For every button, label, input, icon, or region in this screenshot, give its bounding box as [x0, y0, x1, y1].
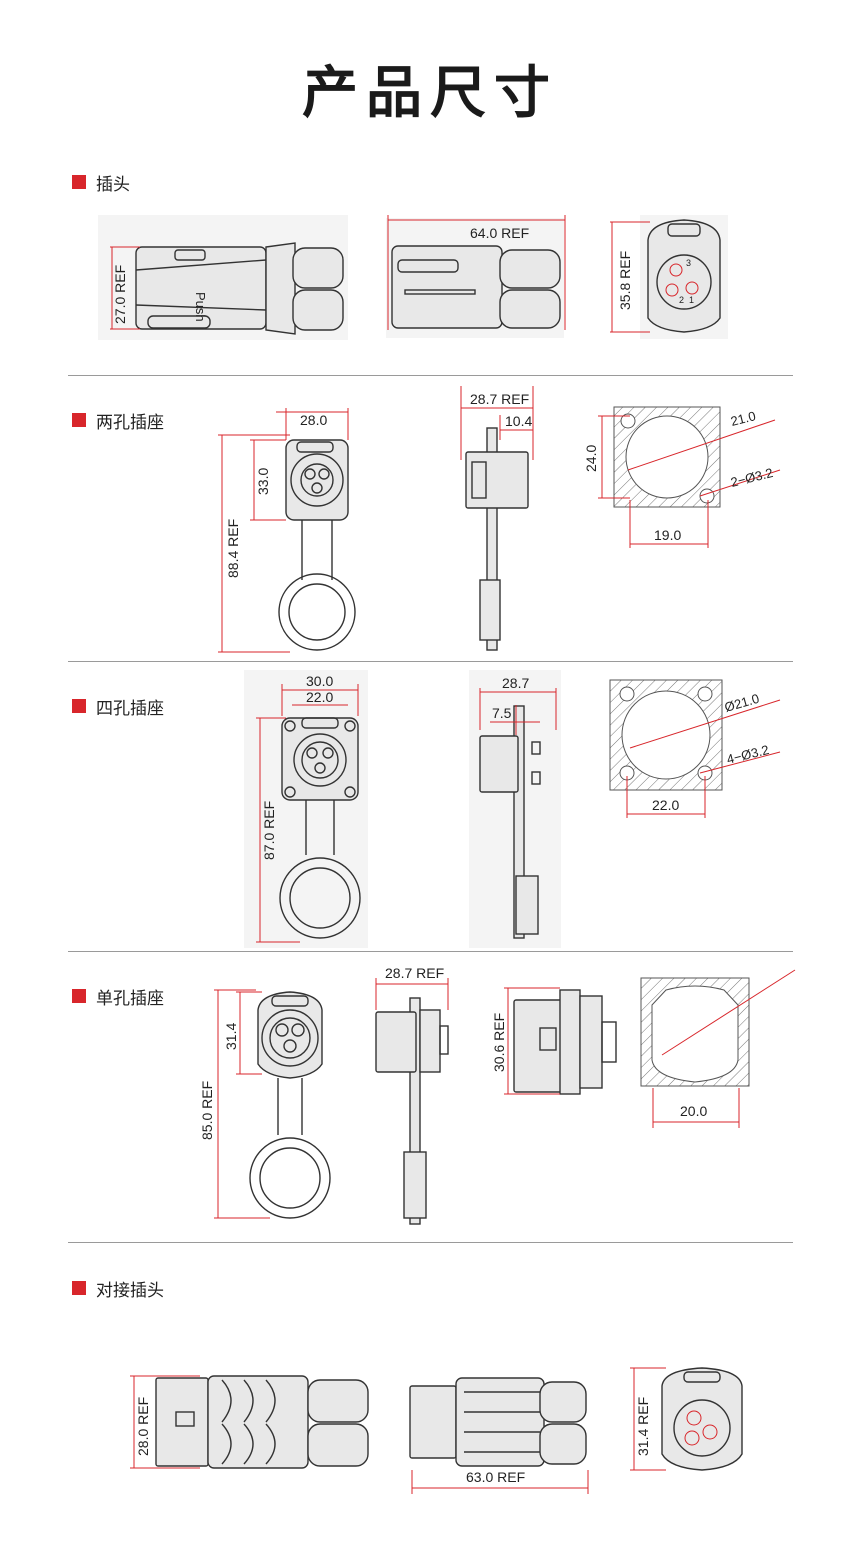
plug-face-view: 3 2 1 35.8 REF [610, 215, 728, 339]
section-label: 四孔插座 [96, 698, 164, 719]
divider [68, 1242, 793, 1243]
four-hole-depth-dim: 28.7 [502, 675, 529, 691]
svg-text:3: 3 [686, 258, 691, 268]
section-plug: 插头 [72, 171, 130, 195]
mating-side-view: 28.0 REF [130, 1375, 369, 1469]
two-hole-flange-dim: 10.4 [505, 413, 532, 429]
four-hole-inner-dim: 22.0 [306, 689, 333, 705]
single-hole-front-view: 31.4 85.0 REF [199, 989, 331, 1219]
two-hole-width-dim: 28.0 [300, 412, 327, 428]
mating-face-view: 31.4 REF [630, 1367, 743, 1471]
two-hole-cut-height-dim: 24.0 [583, 445, 599, 472]
two-hole-front-view: 28.0 33.0 88.4 REF [218, 408, 356, 653]
plug-top-view: 64.0 REF [386, 215, 566, 338]
single-hole-side-view: 28.7 REF [375, 965, 449, 1225]
two-hole-pitch-dim: 19.0 [654, 527, 681, 543]
two-hole-side-view: 28.7 REF 10.4 [460, 386, 534, 651]
single-hole-side-dim: 30.6 REF [491, 1013, 507, 1072]
mating-top-view: 63.0 REF [409, 1377, 589, 1494]
single-hole-depth-dim: 28.7 REF [385, 965, 444, 981]
single-hole-pitch-dim: 20.0 [680, 1103, 707, 1119]
section-single-hole: 单孔插座 [72, 985, 164, 1009]
two-hole-total-dim: 88.4 REF [225, 519, 241, 578]
divider [68, 951, 793, 952]
two-hole-holes-dim: 2−Ø3.2 [729, 465, 774, 490]
page-title: 产品尺寸 [302, 61, 558, 126]
two-hole-cutout: 21.0 2−Ø3.2 24.0 19.0 [583, 406, 781, 548]
plug-length-dim: 64.0 REF [470, 225, 529, 241]
four-hole-side-view: 28.7 7.5 [469, 670, 561, 948]
divider [68, 661, 793, 662]
mating-face-dim: 31.4 REF [635, 1397, 651, 1456]
four-hole-front-view: 30.0 22.0 87.0 REF [244, 670, 368, 948]
plug-height-dim: 27.0 REF [112, 265, 128, 324]
push-label: Push [193, 292, 208, 322]
red-square-icon [72, 1281, 86, 1295]
red-square-icon [72, 413, 86, 427]
two-hole-height-dim: 33.0 [255, 468, 271, 495]
four-hole-width-dim: 30.0 [306, 673, 333, 689]
section-label: 对接插头 [96, 1280, 164, 1301]
single-hole-side-detail: 30.6 REF [491, 987, 617, 1095]
red-square-icon [72, 989, 86, 1003]
two-hole-depth-dim: 28.7 REF [470, 391, 529, 407]
four-hole-pitch-dim: 22.0 [652, 797, 679, 813]
single-hole-cutout: 20.0 [640, 969, 796, 1128]
four-hole-flange-dim: 7.5 [492, 705, 512, 721]
section-label: 两孔插座 [96, 412, 164, 433]
section-mating: 对接插头 [72, 1277, 164, 1301]
mating-length-dim: 63.0 REF [466, 1469, 525, 1485]
single-hole-height-dim: 31.4 [223, 1023, 239, 1050]
divider [68, 375, 793, 376]
red-square-icon [72, 699, 86, 713]
four-hole-holes-dim: 4−Ø3.2 [725, 742, 770, 767]
plug-side-view: Push 27.0 REF [98, 215, 348, 340]
svg-text:1: 1 [689, 295, 694, 305]
four-hole-cutout: Ø21.0 4−Ø3.2 22.0 [609, 679, 781, 818]
section-label: 插头 [96, 174, 130, 195]
section-label: 单孔插座 [96, 988, 164, 1009]
four-hole-total-dim: 87.0 REF [261, 801, 277, 860]
four-hole-diameter-dim: Ø21.0 [723, 691, 761, 715]
single-hole-total-dim: 85.0 REF [199, 1081, 215, 1140]
svg-text:2: 2 [679, 295, 684, 305]
red-square-icon [72, 175, 86, 189]
mating-height-dim: 28.0 REF [135, 1397, 151, 1456]
section-four-hole: 四孔插座 [72, 695, 164, 719]
section-two-hole: 两孔插座 [72, 409, 164, 433]
two-hole-diameter-dim: 21.0 [729, 408, 757, 429]
plug-face-dim: 35.8 REF [617, 251, 633, 310]
